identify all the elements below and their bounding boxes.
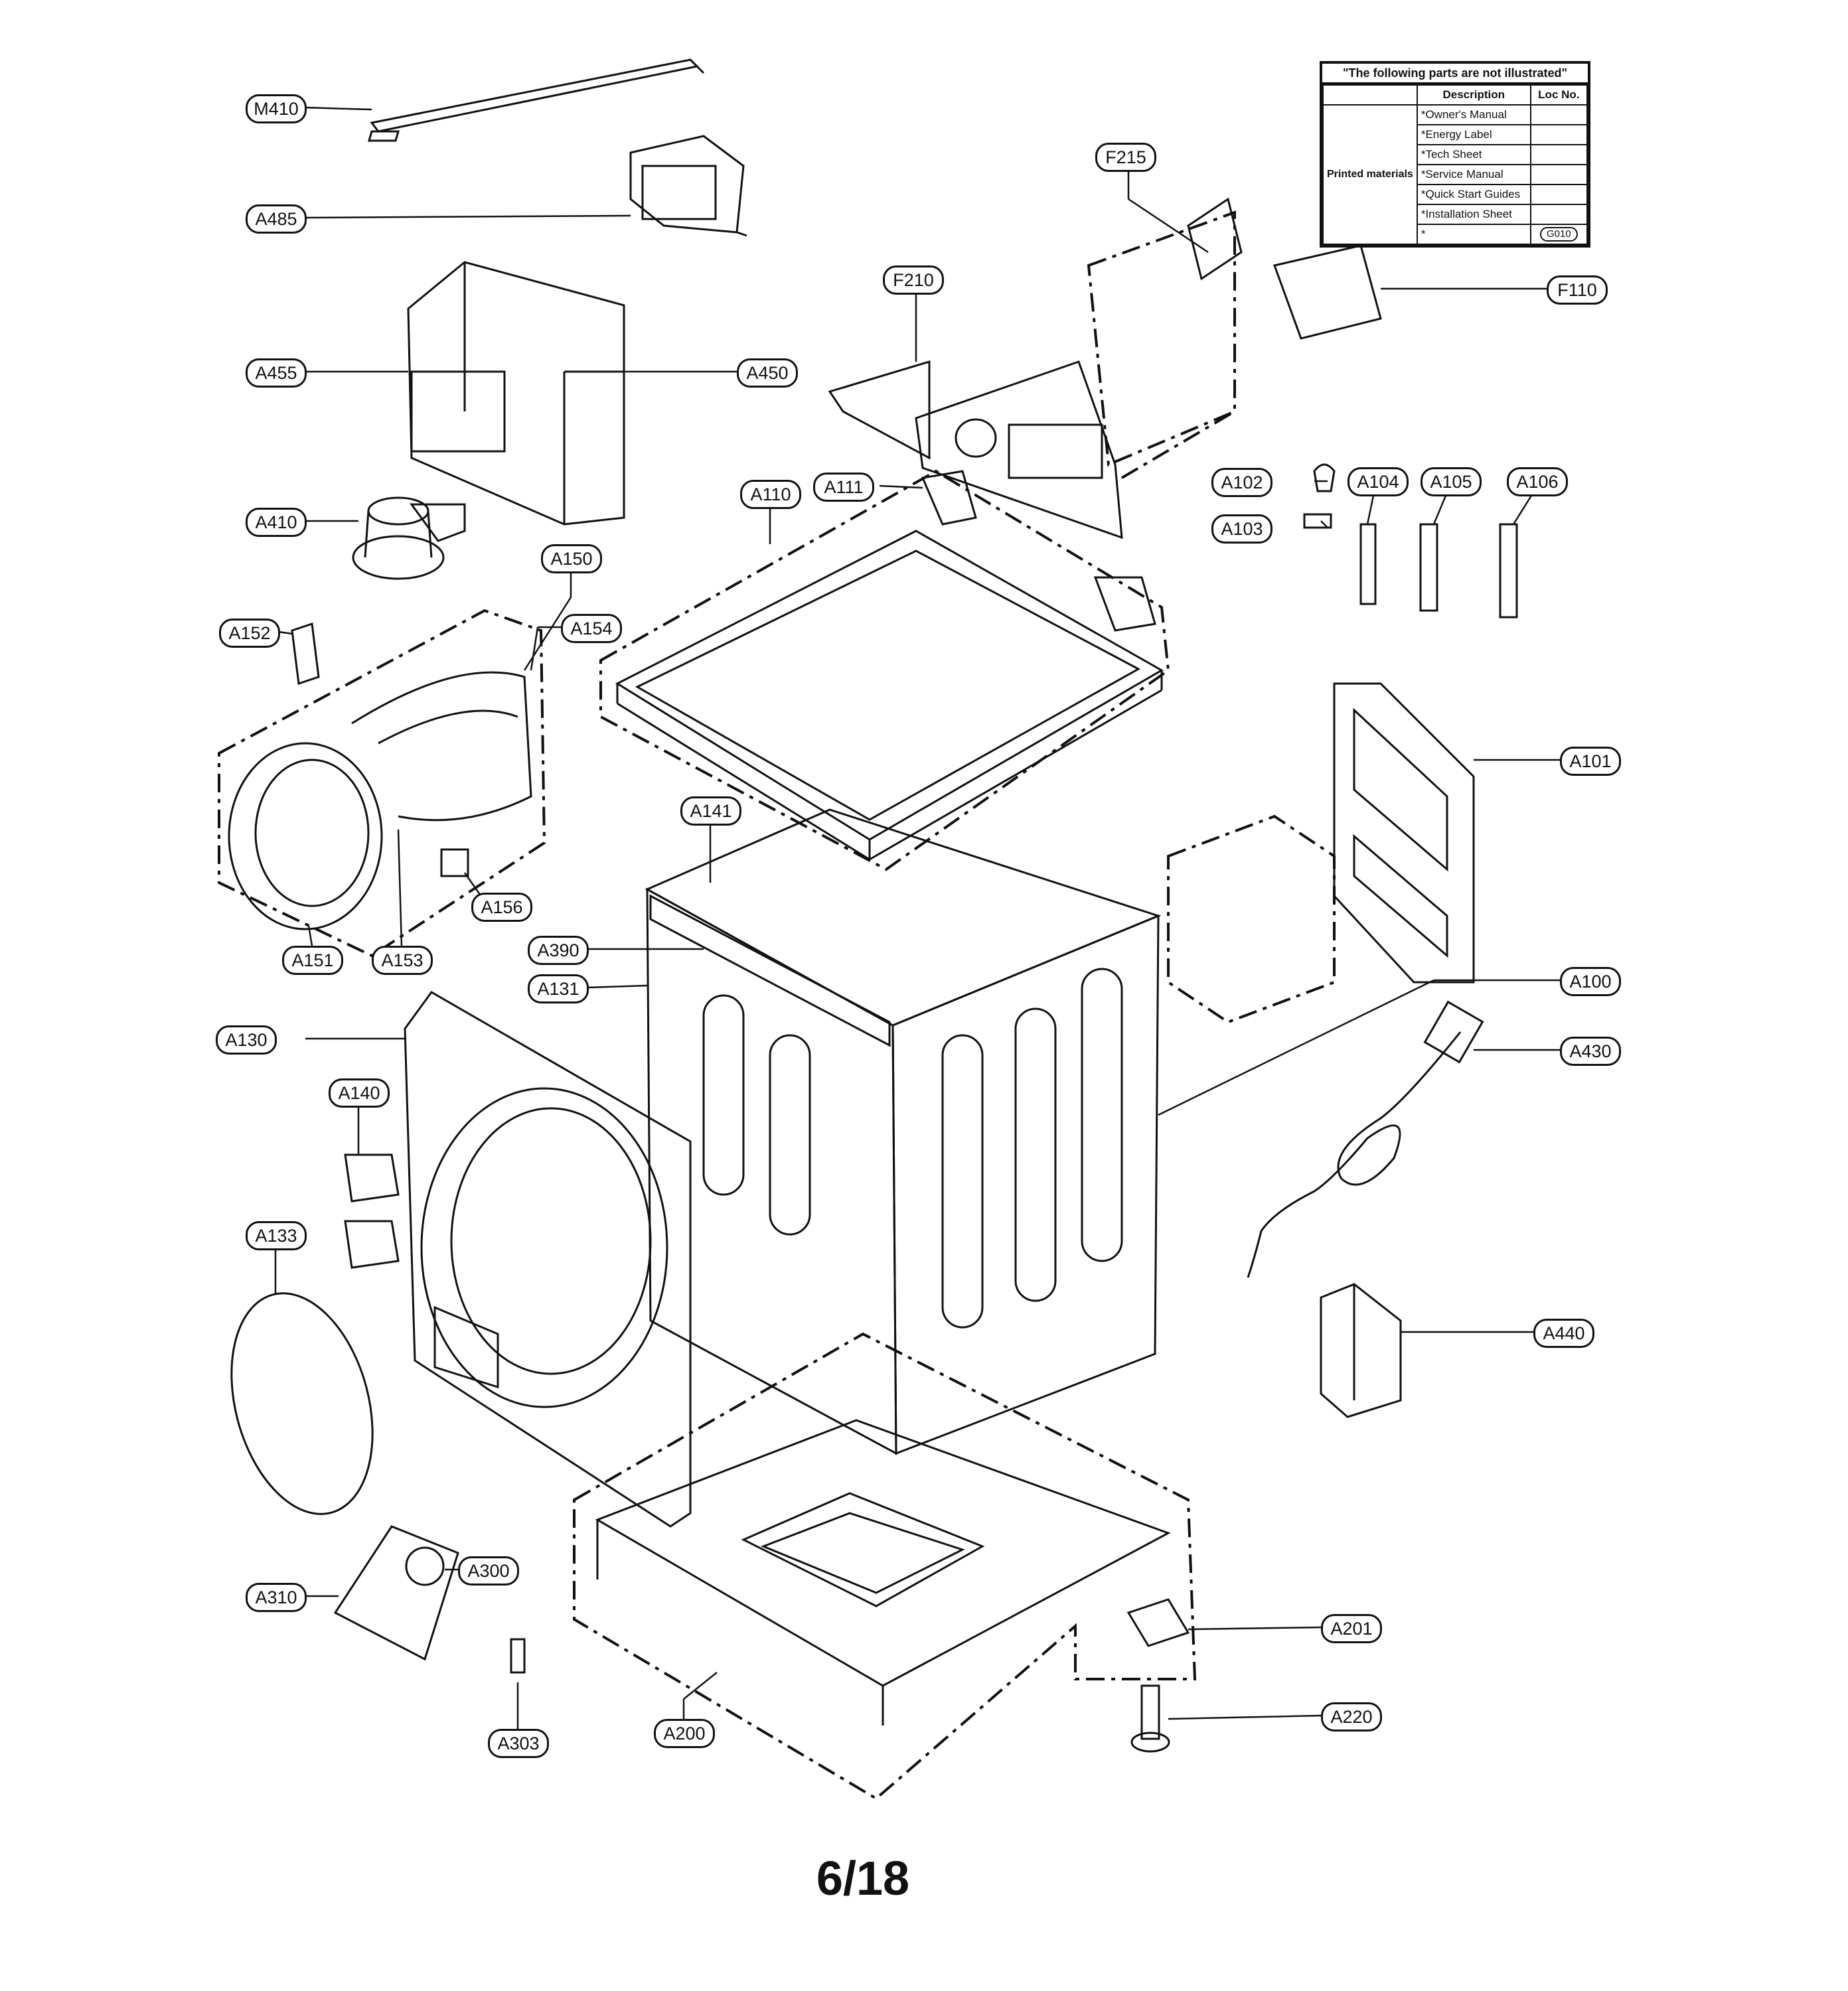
part-a485-frame: [629, 135, 747, 237]
table-row: *Tech Sheet: [1323, 144, 1588, 165]
part-a101-rear-cover: [1167, 682, 1475, 1024]
part-a106-damper: [1499, 523, 1518, 619]
part-a102-clip: [1313, 463, 1336, 492]
col-loc-no: Loc No.: [1529, 84, 1588, 106]
part-a110-top-plate: [599, 469, 1170, 871]
part-a220-foot: [1140, 1684, 1160, 1740]
callout-a131: A131: [528, 974, 589, 1003]
not-illustrated-parts-table: "The following parts are not illustrated…: [1320, 61, 1590, 248]
callout-a440: A440: [1533, 1319, 1594, 1348]
callout-a390: A390: [528, 936, 589, 965]
part-a390-bracket: [649, 894, 891, 1047]
table-row: *Installation Sheet: [1323, 204, 1588, 225]
part-a440-noise-filter: [1320, 1283, 1402, 1418]
page-number: 6/18: [816, 1852, 910, 1905]
row-description: *Quick Start Guides: [1416, 184, 1531, 205]
part-a133-clamp-ring: [230, 1292, 374, 1515]
part-a200-base: [573, 1332, 1197, 1801]
callout-a450: A450: [737, 358, 798, 388]
callout-a111: A111: [813, 473, 874, 502]
printed-materials-table: Description Loc No. Printed materials *O…: [1322, 84, 1588, 245]
part-a201-plate: [1126, 1598, 1190, 1647]
loc-badge-g010: G010: [1539, 227, 1578, 242]
callout-a106: A106: [1507, 467, 1568, 496]
part-a220-foot-pad: [1130, 1732, 1170, 1753]
table-row: *Service Manual: [1323, 164, 1588, 185]
drawing-parts: [218, 58, 1518, 1801]
part-a140-hinge-lower: [344, 1220, 400, 1269]
part-a300-grommet: [405, 1546, 445, 1586]
callout-a154: A154: [561, 614, 622, 643]
callout-a141: A141: [680, 796, 741, 826]
callout-a133: A133: [246, 1221, 307, 1250]
callout-a150: A150: [541, 544, 602, 573]
callout-a100: A100: [1560, 967, 1621, 996]
callout-a152: A152: [219, 619, 280, 648]
part-a111-bracket-rear: [1093, 576, 1156, 632]
leader-lines: [274, 106, 1560, 1729]
table-row: *Energy Label: [1323, 124, 1588, 145]
part-f210-control-panel: [828, 210, 1236, 540]
callout-a300: A300: [458, 1556, 519, 1585]
row-description: *Service Manual: [1416, 164, 1531, 185]
part-a156-lock: [440, 848, 469, 877]
table-header-row: Description Loc No.: [1322, 84, 1588, 106]
part-f110-display-board: [1273, 244, 1382, 340]
col-description: Description: [1416, 84, 1531, 106]
callout-a310: A310: [246, 1583, 307, 1612]
callout-a200: A200: [654, 1719, 715, 1748]
callout-a110: A110: [740, 480, 801, 509]
part-a410-pump: [352, 496, 466, 580]
callout-f110: F110: [1547, 275, 1608, 305]
callout-m410: M410: [246, 94, 307, 123]
table-row: Printed materials *Owner's Manual: [1322, 104, 1588, 245]
part-a103-clip: [1303, 513, 1332, 529]
part-a130-door: [404, 991, 692, 1528]
callout-a101: A101: [1560, 747, 1621, 776]
callout-a140: A140: [329, 1078, 390, 1108]
row-description: *Installation Sheet: [1416, 204, 1531, 225]
part-a100-cabinet: [645, 808, 1162, 1455]
row-description: *Owner's Manual: [1416, 104, 1531, 125]
callout-a485: A485: [246, 204, 307, 234]
callout-a104: A104: [1348, 467, 1409, 496]
part-a430-power-cord: [1247, 1000, 1484, 1278]
callout-a303: A303: [488, 1729, 549, 1758]
part-f215-dispenser-knob: [1187, 197, 1243, 281]
part-a105-damper: [1419, 523, 1438, 612]
callout-a156: A156: [471, 893, 532, 922]
callout-a153: A153: [372, 946, 433, 975]
callout-a130: A130: [216, 1025, 277, 1055]
table-row: *Quick Start Guides: [1323, 184, 1588, 205]
callout-a410: A410: [246, 508, 307, 537]
callout-a201: A201: [1321, 1614, 1382, 1643]
part-a140-hinge-upper: [344, 1153, 400, 1203]
callout-f210: F210: [883, 265, 944, 295]
table-row: * G010: [1323, 224, 1588, 245]
part-a303-screw: [510, 1638, 526, 1674]
part-a104-valve: [1359, 523, 1377, 605]
callout-a105: A105: [1421, 467, 1482, 496]
callout-a220: A220: [1321, 1702, 1382, 1732]
callout-a455: A455: [246, 358, 307, 388]
callout-a430: A430: [1560, 1037, 1621, 1066]
part-a152-hinge: [291, 622, 320, 686]
row-description: *: [1416, 224, 1531, 245]
row-description: *Tech Sheet: [1416, 144, 1531, 165]
part-a455-pcb: [407, 261, 625, 526]
callout-a103: A103: [1211, 514, 1272, 544]
part-a310-cap: [333, 1525, 459, 1661]
printed-materials-label: Printed materials: [1322, 104, 1418, 245]
part-a111-bracket: [921, 470, 977, 526]
row-description: *Energy Label: [1416, 124, 1531, 145]
callout-a151: A151: [282, 946, 343, 975]
part-a150-door-box: [218, 609, 546, 958]
callout-f215: F215: [1095, 143, 1156, 172]
table-title: "The following parts are not illustrated…: [1322, 64, 1588, 84]
part-m410-bracket: [368, 58, 705, 142]
callout-a102: A102: [1211, 468, 1272, 497]
